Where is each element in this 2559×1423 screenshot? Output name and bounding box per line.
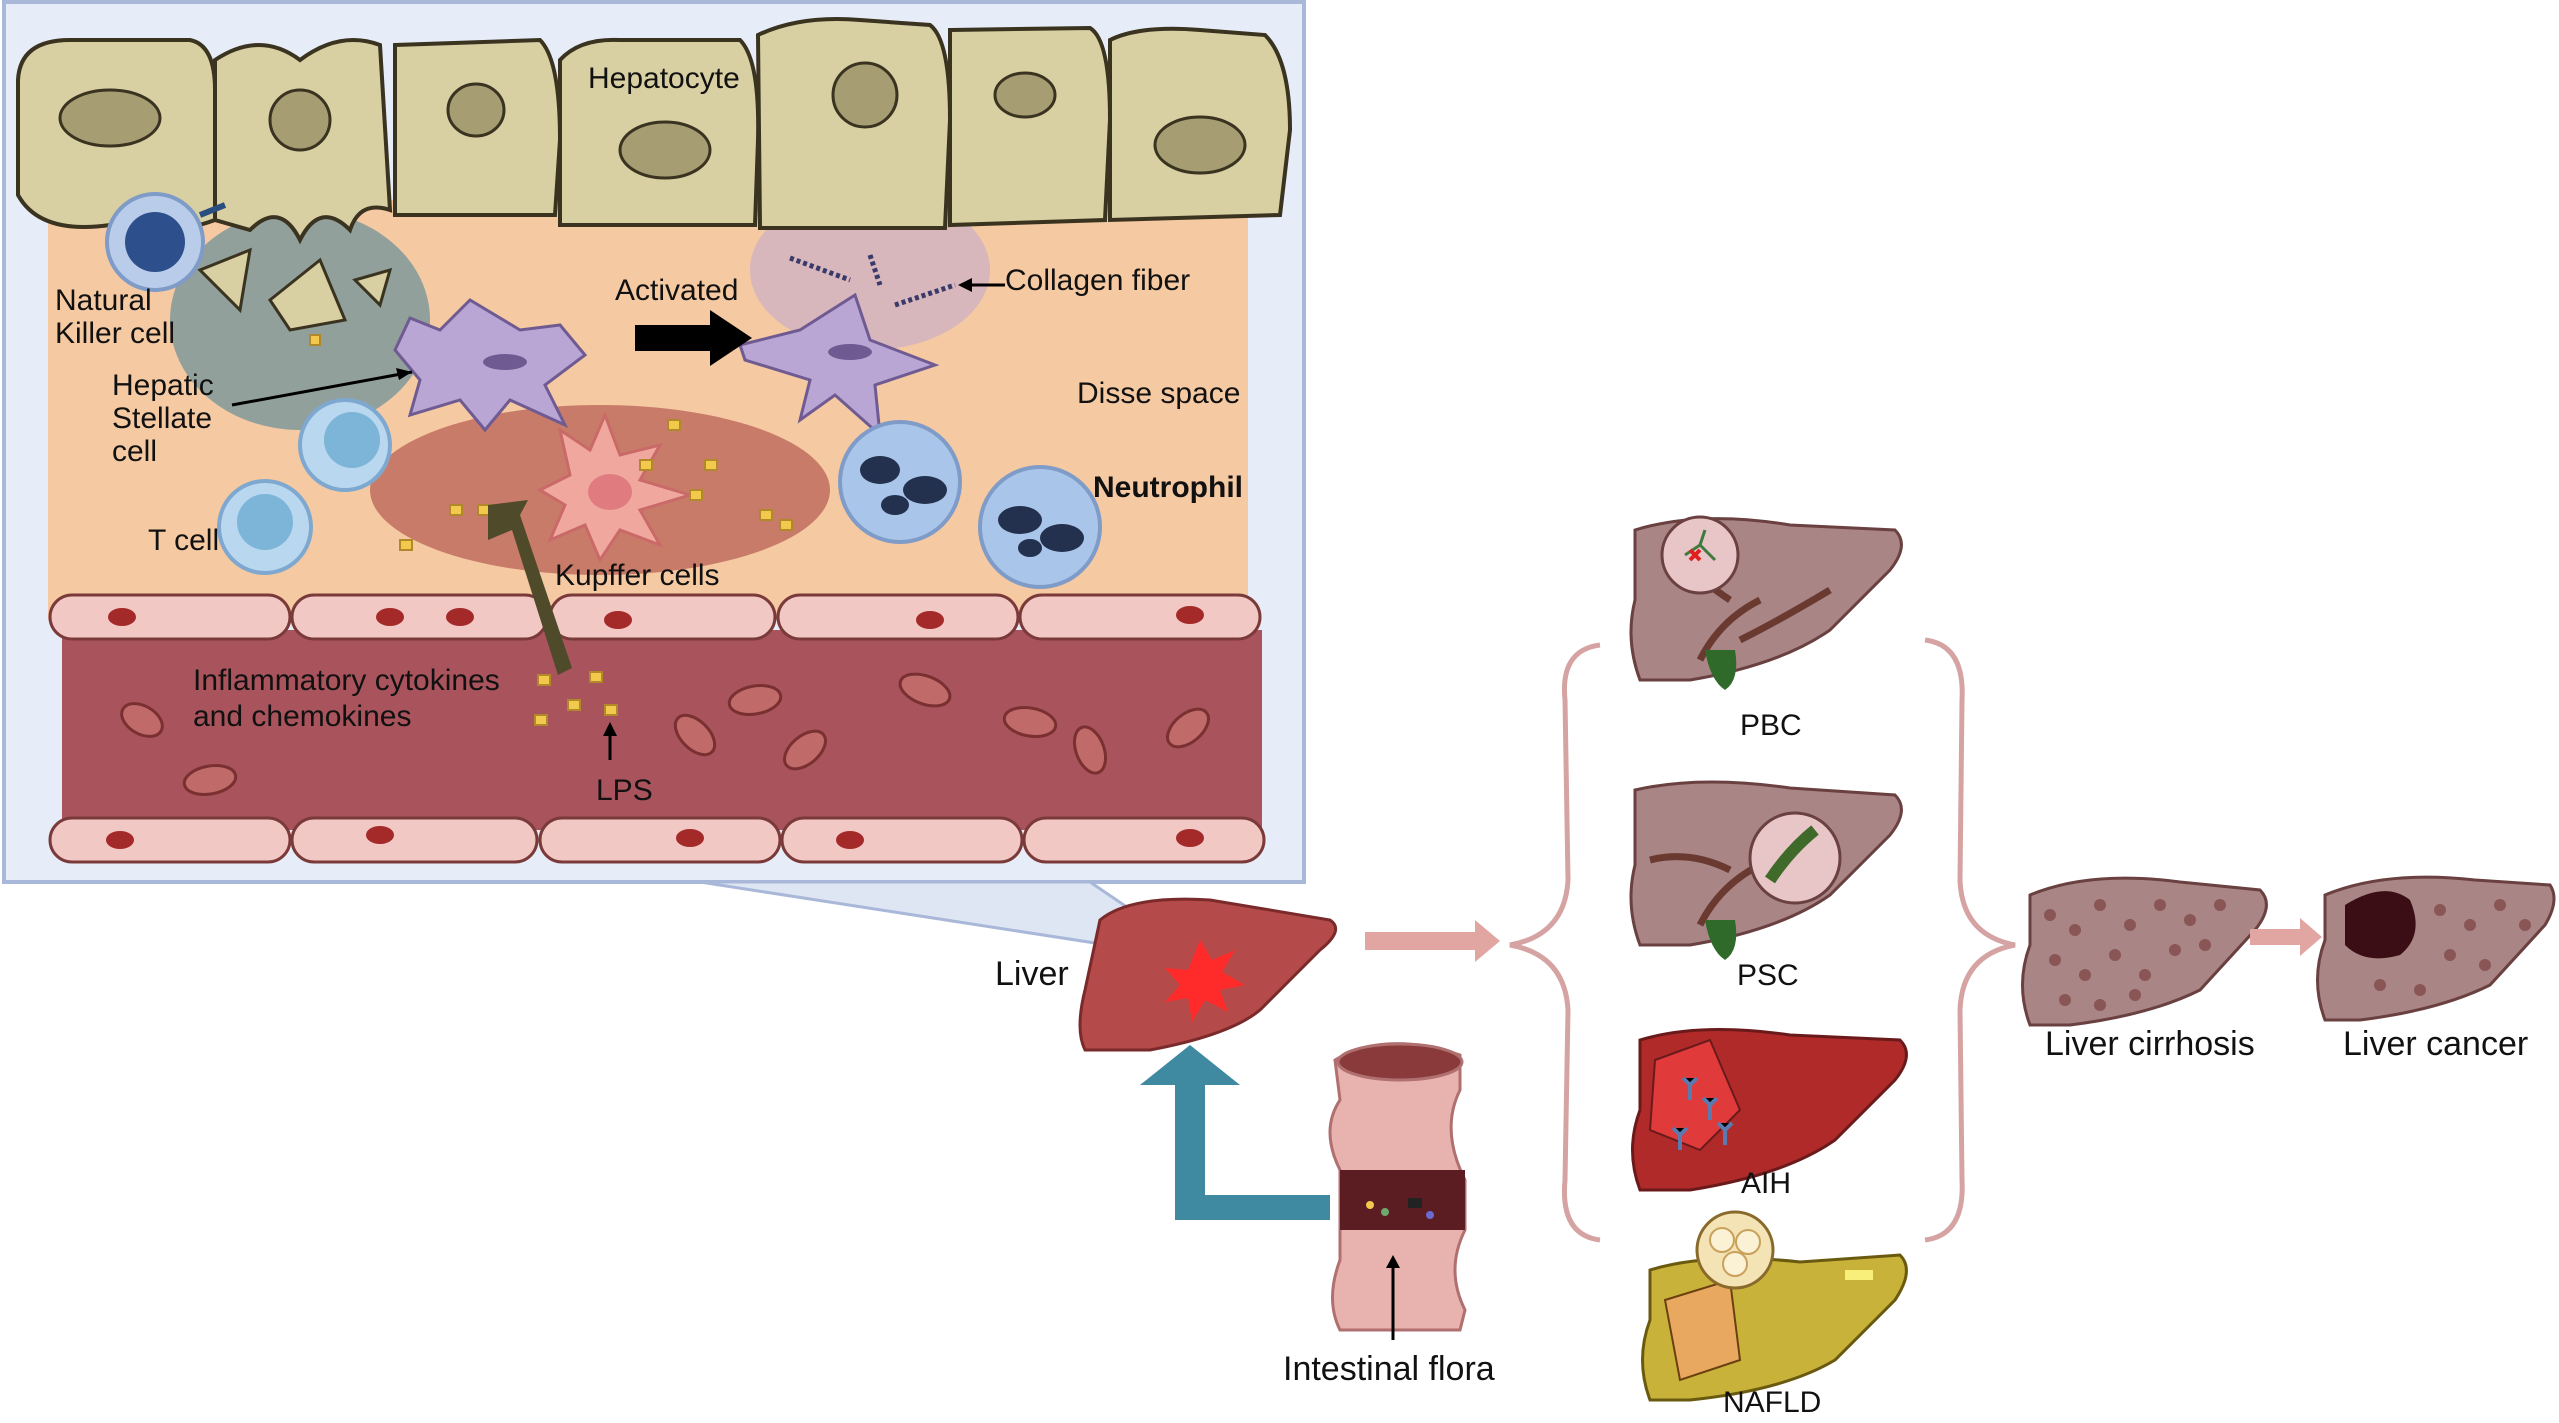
vessel-lumen — [62, 630, 1262, 830]
collagen-fibers — [789, 254, 956, 308]
label-pbc: PBC — [1740, 709, 1802, 742]
nucleus — [446, 82, 506, 138]
lps-to-kupffer-arrow — [488, 500, 572, 675]
stellate-nucleus — [483, 354, 527, 370]
intestine-window — [1340, 1170, 1465, 1230]
label-kupffer-cells: Kupffer cells — [555, 559, 720, 592]
lps-pointer-head — [603, 722, 617, 736]
hepatocyte-nuclei — [58, 61, 1247, 180]
activated-stellate-nucleus — [828, 344, 872, 360]
natural-killer-cell — [105, 192, 227, 292]
left-brace — [1509, 642, 1601, 1243]
label-natural-killer-2: Killer cell — [55, 317, 175, 350]
label-nafld: NAFLD — [1723, 1386, 1821, 1419]
label-hepatic-stellate-3: cell — [112, 435, 157, 468]
neutrophil-2 — [978, 465, 1102, 589]
nucleus — [993, 71, 1057, 119]
antibody-icons — [1671, 1076, 1734, 1150]
hepatocyte-cell — [948, 25, 1113, 228]
nafld-liver — [1641, 1210, 1908, 1402]
stellate-pointer-head — [396, 368, 412, 380]
label-hepatocyte: Hepatocyte — [588, 62, 740, 95]
liver-to-disease-arrow — [1365, 920, 1500, 962]
blood-vessel — [48, 593, 1266, 864]
label-aih: AIH — [1741, 1167, 1791, 1200]
liver-injury-burst-icon — [1165, 940, 1245, 1022]
label-natural-killer-1: Natural — [55, 284, 152, 317]
nucleus — [618, 120, 712, 180]
kupffer-cell — [536, 410, 696, 564]
endothelial-nuclei — [106, 606, 1204, 849]
label-collagen-fiber: Collagen fiber — [1005, 264, 1190, 297]
intestine-to-liver-arrow — [1140, 1045, 1330, 1220]
aih-liver — [1631, 1028, 1908, 1192]
label-hepatic-stellate-1: Hepatic — [112, 369, 214, 402]
label-lps: LPS — [596, 774, 653, 807]
cirrhosis-to-cancer-arrow — [2250, 918, 2322, 956]
label-t-cell: T cell — [148, 524, 219, 557]
psc-liver — [1629, 780, 1903, 960]
intestine — [1328, 1042, 1467, 1332]
flora-pointer-head — [1386, 1255, 1400, 1268]
label-psc: PSC — [1737, 959, 1799, 992]
right-brace — [1924, 637, 2016, 1243]
label-disse-space: Disse space — [1077, 377, 1240, 410]
label-liver-cirrhosis: Liver cirrhosis — [2045, 1025, 2255, 1063]
cirrhosis-nodules — [2044, 899, 2226, 1011]
t-cell-lower — [217, 479, 313, 575]
nucleus — [58, 88, 162, 148]
endothelium-bottom — [48, 816, 1266, 864]
activated-stellate-cell — [738, 292, 940, 439]
nucleus — [831, 61, 899, 129]
nucleus — [268, 88, 332, 152]
tumor — [2345, 891, 2416, 959]
cirrhosis-liver — [2021, 876, 2268, 1027]
central-liver — [1078, 897, 1338, 1052]
neutrophil-1 — [838, 420, 962, 544]
collagen-pointer-head — [958, 278, 972, 292]
activation-arrow — [635, 310, 752, 366]
label-cytokines-1: Inflammatory cytokines — [193, 664, 500, 697]
damaged-hepatocyte-fragments — [197, 247, 393, 332]
label-cytokines-2: and chemokines — [193, 700, 411, 733]
label-hepatic-stellate-2: Stellate — [112, 402, 212, 435]
nucleus — [1153, 115, 1247, 175]
label-activated: Activated — [615, 274, 738, 307]
red-blood-cells — [120, 672, 1210, 797]
label-liver: Liver — [995, 955, 1069, 993]
label-liver-cancer: Liver cancer — [2343, 1025, 2528, 1063]
endothelium-top — [48, 593, 1262, 641]
cancer-liver — [2316, 875, 2556, 1022]
label-neutrophil: Neutrophil — [1093, 471, 1243, 504]
lps-particles — [309, 334, 793, 726]
pbc-liver — [1629, 515, 1903, 690]
microenvironment-panel: Hepatocyte Natural Killer cell Hepatic S… — [2, 0, 1306, 962]
label-intestinal-flora: Intestinal flora — [1283, 1350, 1495, 1388]
stellate-pointer — [231, 370, 413, 407]
t-cell-upper — [298, 398, 392, 492]
